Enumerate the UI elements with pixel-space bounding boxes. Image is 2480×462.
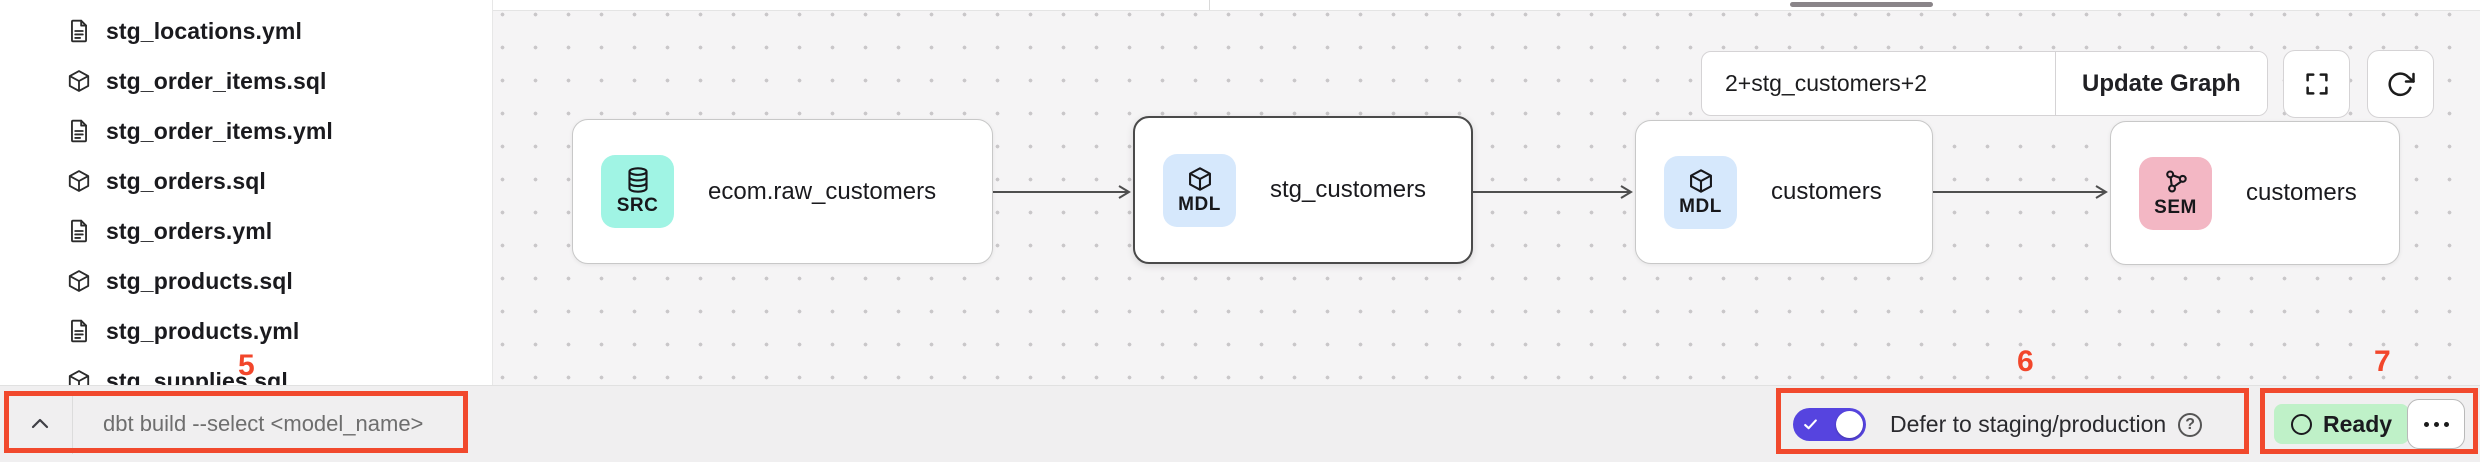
file-item-stg-locations-yml[interactable]: stg_locations.yml: [0, 6, 492, 56]
document-icon: [71, 219, 87, 243]
badge-label: MDL: [1178, 193, 1221, 215]
lineage-edges: [993, 185, 2108, 199]
source-badge: SRC: [601, 155, 674, 228]
lineage-node-customers-model[interactable]: MDL customers: [1635, 120, 1933, 264]
file-item-stg-orders-sql[interactable]: stg_orders.sql: [0, 156, 492, 206]
semantic-graph-icon: [2165, 169, 2187, 193]
file-item-stg-supplies-sql[interactable]: stg_supplies.sql: [0, 356, 492, 385]
file-item-stg-order-items-sql[interactable]: stg_order_items.sql: [0, 56, 492, 106]
file-name: stg_products.yml: [106, 317, 300, 344]
semantic-badge: SEM: [2139, 156, 2212, 230]
document-icon: [71, 119, 87, 143]
dbt-command-input[interactable]: [90, 399, 475, 449]
status-circle-icon: [2291, 413, 2312, 435]
model-cube-icon: [1188, 166, 1211, 191]
file-item-stg-products-yml[interactable]: stg_products.yml: [0, 306, 492, 356]
graph-selector-group: Update Graph: [1701, 51, 2268, 116]
model-cube-icon: [68, 370, 90, 385]
node-label: ecom.raw_customers: [708, 177, 937, 205]
file-name: stg_products.sql: [106, 267, 293, 294]
file-name: stg_order_items.sql: [106, 67, 327, 94]
fullscreen-button[interactable]: [2283, 50, 2350, 118]
file-name: stg_orders.sql: [106, 167, 266, 194]
file-explorer: stg_locations.yml stg_order_items.sql st…: [0, 0, 493, 385]
badge-label: MDL: [1679, 195, 1722, 217]
horizontal-scrollbar-thumb[interactable]: [1790, 2, 1933, 7]
file-name: stg_locations.yml: [106, 17, 302, 44]
node-label: stg_customers: [1270, 176, 1427, 203]
lineage-node-stg-customers[interactable]: MDL stg_customers: [1133, 116, 1473, 264]
defer-toggle[interactable]: [1793, 408, 1866, 441]
toggle-knob: [1836, 411, 1863, 438]
refresh-graph-button[interactable]: [2367, 50, 2434, 118]
document-icon: [71, 19, 87, 43]
check-icon: [1804, 419, 1817, 430]
badge-label: SRC: [616, 195, 659, 216]
node-label: customers: [1771, 178, 1882, 205]
model-cube-icon: [1689, 168, 1712, 193]
ide-status-badge[interactable]: Ready: [2274, 404, 2410, 444]
defer-label: Defer to staging/production: [1890, 411, 2167, 437]
status-label: Ready: [2323, 410, 2393, 437]
ellipsis-icon: [2423, 421, 2429, 427]
file-name: stg_supplies.sql: [106, 367, 288, 386]
defer-control: Defer to staging/production ?: [1793, 386, 2203, 462]
file-item-stg-order-items-yml[interactable]: stg_order_items.yml: [0, 106, 492, 156]
top-pane-divider: [1209, 0, 1210, 10]
ellipsis-icon: [2433, 421, 2439, 427]
model-cube-icon: [68, 70, 90, 92]
update-graph-button[interactable]: Update Graph: [2055, 52, 2267, 115]
badge-label: SEM: [2154, 196, 2197, 218]
fullscreen-icon: [2305, 73, 2328, 95]
lineage-node-source-raw-customers[interactable]: SRC ecom.raw_customers: [572, 119, 993, 264]
expand-command-panel-button[interactable]: [20, 401, 60, 447]
refresh-icon: [2388, 72, 2415, 97]
document-icon: [71, 319, 87, 343]
node-label: customers: [2246, 179, 2357, 206]
lineage-canvas[interactable]: SRC ecom.raw_customers MDL stg_customers…: [493, 10, 2480, 385]
file-name: stg_orders.yml: [106, 217, 273, 244]
command-bar-divider: [72, 393, 73, 454]
lineage-node-customers-semantic[interactable]: SEM customers: [2110, 121, 2400, 265]
ellipsis-icon: [2443, 421, 2449, 427]
file-item-stg-orders-yml[interactable]: stg_orders.yml: [0, 206, 492, 256]
model-badge: MDL: [1664, 155, 1737, 229]
graph-selector-input[interactable]: [1702, 52, 2055, 115]
help-icon[interactable]: ?: [2178, 412, 2203, 437]
file-item-stg-products-sql[interactable]: stg_products.sql: [0, 256, 492, 306]
database-icon: [627, 167, 648, 193]
command-bar: Defer to staging/production ? Ready: [0, 385, 2480, 462]
chevron-up-icon: [31, 418, 49, 429]
model-cube-icon: [68, 170, 90, 192]
more-options-button[interactable]: [2407, 399, 2465, 449]
file-name: stg_order_items.yml: [106, 117, 333, 144]
model-cube-icon: [68, 270, 90, 292]
model-badge: MDL: [1163, 153, 1236, 227]
